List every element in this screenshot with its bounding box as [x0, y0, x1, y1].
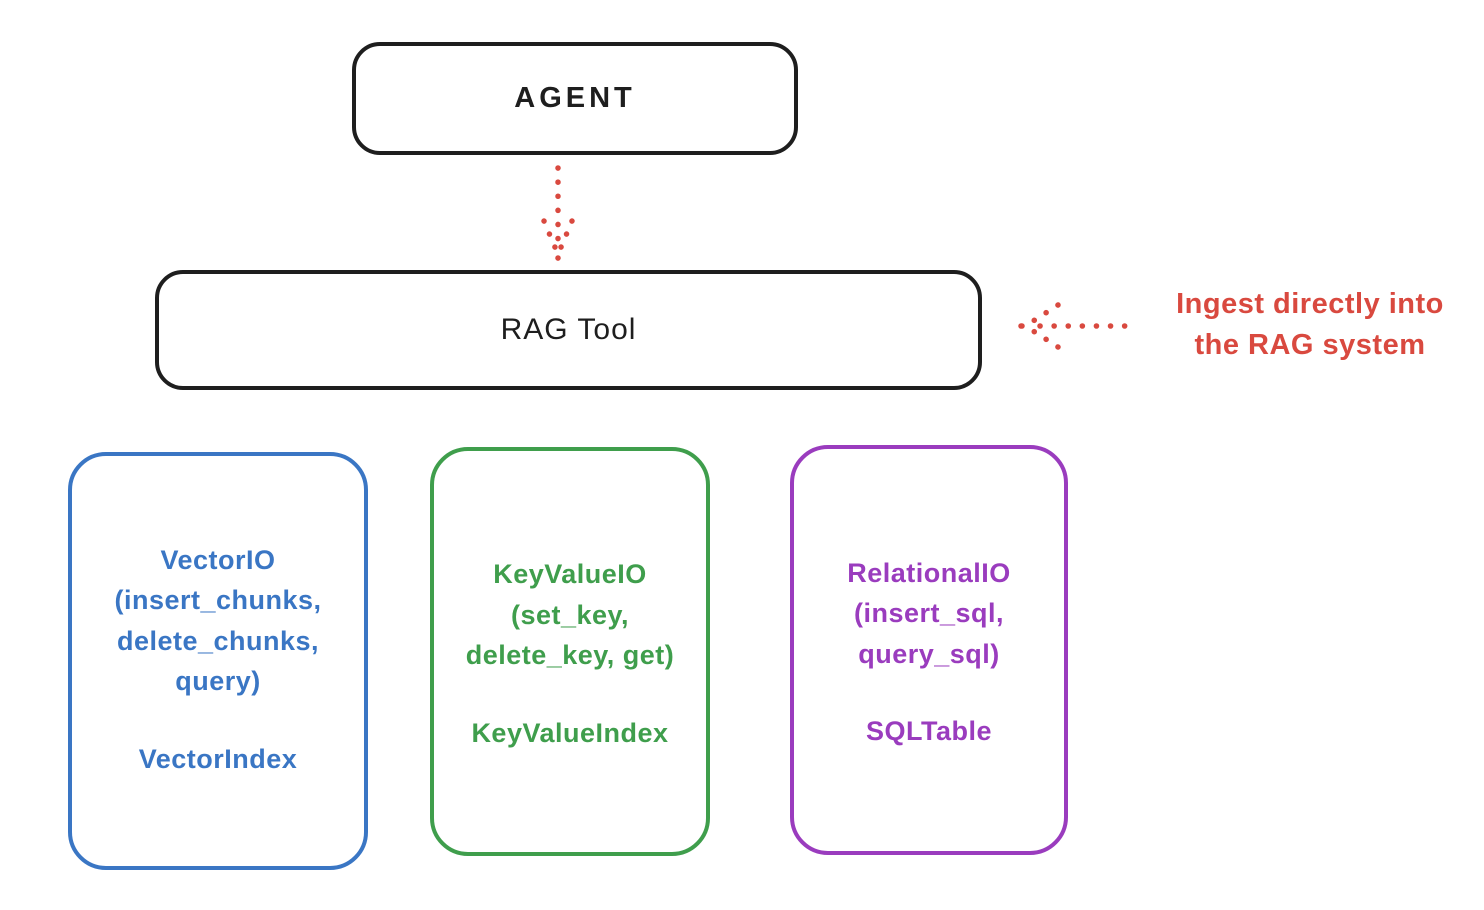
agent-label: AGENT — [514, 82, 636, 114]
relational-io-node: RelationalIO (insert_sql, query_sql) SQL… — [790, 445, 1068, 855]
rag-tool-node: RAG Tool — [155, 270, 982, 390]
keyvalue-index-label: KeyValueIndex — [471, 717, 669, 748]
vector-io-node: VectorIO (insert_chunks, delete_chunks, … — [68, 452, 368, 870]
sql-table-label: SQLTable — [865, 716, 992, 747]
rag-tool-label: RAG Tool — [500, 313, 637, 346]
keyvalue-io-methods: KeyValueIO (set_key, delete_key, get) — [465, 559, 675, 671]
relational-io-methods: RelationalIO (insert_sql, query_sql) — [847, 557, 1011, 669]
vector-index-label: VectorIndex — [138, 743, 298, 774]
keyvalue-io-node: KeyValueIO (set_key, delete_key, get) Ke… — [430, 447, 710, 856]
agent-node: AGENT — [352, 42, 798, 155]
annotation-arrow — [1018, 302, 1136, 350]
annotation-text: Ingest directly into the RAG system — [1176, 288, 1444, 361]
vector-io-methods: VectorIO (insert_chunks, delete_chunks, … — [114, 544, 322, 697]
agent-to-rag-arrow — [541, 165, 575, 262]
